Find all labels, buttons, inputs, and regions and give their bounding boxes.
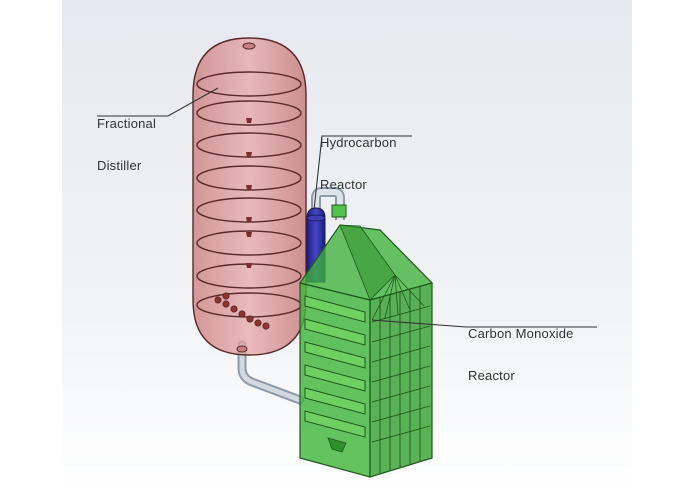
label-carbon-monoxide-reactor: Carbon Monoxide Reactor [468,299,574,411]
carbon-monoxide-reactor [299,224,434,478]
tube-grid [371,286,431,474]
label-co-reactor-line2: Reactor [468,368,515,383]
fan-lines [371,274,425,321]
fractional-distiller [192,37,307,356]
leader-lines [97,87,597,328]
label-hydrocarbon-reactor: Hydrocarbon Reactor [320,108,397,220]
label-hydrocarbon-reactor-line2: Reactor [320,177,367,192]
label-fractional-distiller: Fractional Distiller [97,89,156,201]
label-co-reactor-line1: Carbon Monoxide [468,326,574,341]
louver-plates [304,295,366,438]
outlet-nozzles [214,292,270,330]
outlet-pipe [237,340,305,405]
tray-downcomers [246,118,252,268]
label-fractional-distiller-line2: Distiller [97,158,142,173]
top-pipe [311,187,347,220]
label-hydrocarbon-reactor-line1: Hydrocarbon [320,135,397,150]
label-fractional-distiller-line1: Fractional [97,116,157,131]
